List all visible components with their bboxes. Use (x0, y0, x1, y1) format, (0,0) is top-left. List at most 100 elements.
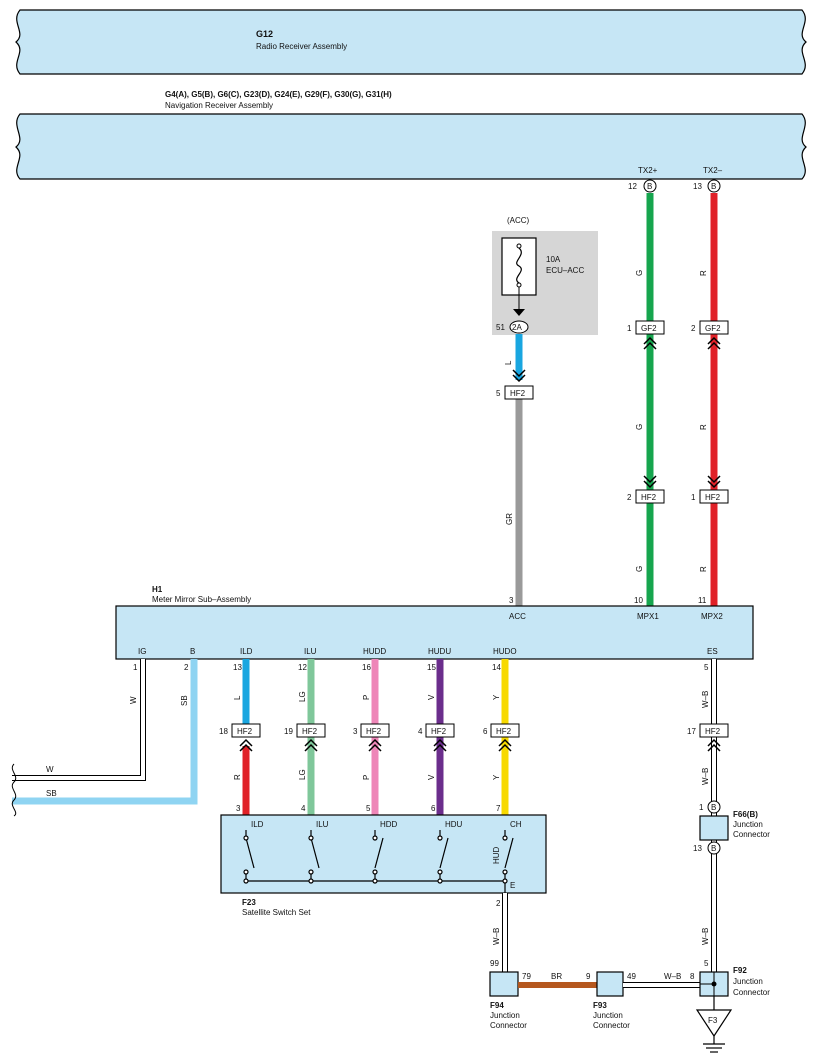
h1-hudd-label: HUDD (363, 647, 386, 656)
ilu-color-top: LG (298, 691, 307, 702)
f23-switch-contacts (243, 830, 514, 893)
b-color: SB (180, 695, 189, 706)
h1-ilu-pin: 12 (298, 663, 307, 672)
h1-code: H1 (152, 585, 163, 594)
navigation-receiver-box (15, 113, 807, 180)
hf2-mpx1-label: HF2 (641, 493, 657, 502)
ground-icon (703, 1043, 725, 1053)
f23-sw-hdd: HDD (380, 820, 398, 829)
h1-mpx2-label: MPX2 (701, 612, 723, 621)
f94-line1: Junction (490, 1011, 520, 1020)
hudu-color-bottom: V (427, 774, 436, 780)
gf2-connector-mpx1 (635, 320, 665, 335)
f23-sw-ild: ILD (251, 820, 264, 829)
g12-code: G12 (256, 29, 273, 39)
f23-pin-3: 3 (236, 804, 241, 813)
f94-pin-right: 79 (522, 972, 531, 981)
hudu-color-top: V (427, 694, 436, 700)
f94-code: F94 (490, 1001, 504, 1010)
br-color: BR (551, 972, 562, 981)
mpx1-color-2: G (635, 424, 644, 430)
f92-line1: Junction (733, 977, 763, 986)
h1-ild-label: ILD (240, 647, 253, 656)
h1-ig-pin: 1 (133, 663, 138, 672)
ig-color: W (129, 696, 138, 704)
h1-acc-label: ACC (509, 612, 526, 621)
hf2-ild-pin: 18 (219, 727, 228, 736)
h1-hudd-pin: 16 (362, 663, 371, 672)
f94-junction-box (489, 971, 519, 997)
fuse-connector-2a (509, 320, 529, 334)
hf2-acc-pin: 5 (496, 389, 501, 398)
f93-f92-color: W–B (664, 972, 681, 981)
hf2-hudo-pin: 6 (483, 727, 488, 736)
hf2-ilu-label: HF2 (302, 727, 318, 736)
hf2-mpx2-pin: 1 (691, 493, 696, 502)
tx2p-conn: B (647, 182, 652, 191)
hudd-color-top: P (362, 695, 371, 700)
hf2-mpx1-pin: 2 (627, 493, 632, 502)
ild-color-bottom: R (233, 774, 242, 780)
h1-b-pin: 2 (184, 663, 189, 672)
tx2m-label: TX2– (703, 166, 723, 175)
h1-acc-pin: 3 (509, 596, 514, 605)
tx2m-conn: B (711, 182, 716, 191)
g12-name: Radio Receiver Assembly (256, 42, 347, 51)
hf2-connector-ild (231, 723, 261, 738)
hf2-connector-ilu (296, 723, 326, 738)
tx2p-label: TX2+ (638, 166, 658, 175)
f23-pin-5: 5 (366, 804, 371, 813)
f66-bottom-conn: B (711, 844, 716, 853)
h1-b-label: B (190, 647, 195, 656)
f23-pin-6: 6 (431, 804, 436, 813)
f23-sw-e: E (510, 881, 515, 890)
f23-ground-color: W–B (492, 928, 501, 945)
h1-name: Meter Mirror Sub–Assembly (152, 595, 251, 604)
f23-sw-ch: CH (510, 820, 522, 829)
gf2-mpx2-pin: 2 (691, 324, 696, 333)
ground-f3-triangle (695, 1009, 733, 1038)
h1-hudu-label: HUDU (428, 647, 451, 656)
h1-es-pin: 5 (704, 663, 709, 672)
f94-line2: Connector (490, 1021, 527, 1030)
h1-hudo-label: HUDO (493, 647, 517, 656)
mpx1-color-1: G (635, 270, 644, 276)
es-color-2: W–B (701, 768, 710, 785)
f92-line2: Connector (733, 988, 770, 997)
h1-mpx2-pin: 11 (698, 596, 707, 605)
fuse-connector-label: 2A (512, 323, 522, 332)
b-color-h: SB (46, 789, 57, 798)
f66-pin-top: 1 (699, 803, 704, 812)
f23-sw-ilu: ILU (316, 820, 329, 829)
h1-es-label: ES (707, 647, 718, 656)
hf2-connector-mpx2 (699, 489, 729, 504)
hudd-color-bottom: P (362, 775, 371, 780)
nav-code: G4(A), G5(B), G6(C), G23(D), G24(E), G29… (165, 90, 392, 99)
tx2p-connector-circle (643, 179, 657, 193)
hf2-hudu-label: HF2 (431, 727, 447, 736)
ild-color-top: L (233, 695, 242, 700)
acc-color-gr: GR (505, 513, 514, 525)
f66-top-conn: B (711, 803, 716, 812)
f23-pin-7: 7 (496, 804, 501, 813)
f66-line2: Connector (733, 830, 770, 839)
nav-name: Navigation Receiver Assembly (165, 101, 273, 110)
acc-color-l: L (504, 360, 513, 365)
hf2-connector-hudu (425, 723, 455, 738)
hf2-ild-label: HF2 (237, 727, 253, 736)
hudo-color-top: Y (492, 694, 501, 700)
ig-color-h: W (46, 765, 54, 774)
satellite-switch-box (220, 814, 547, 894)
f93-pin-left: 9 (586, 972, 591, 981)
f93-junction-box (596, 971, 624, 997)
hf2-es-pin: 17 (687, 727, 696, 736)
gf2-connector-mpx2 (699, 320, 729, 335)
hf2-connector-mpx1 (635, 489, 665, 504)
f66-pin1-circle (707, 800, 721, 814)
mpx2-color-2: R (699, 424, 708, 430)
h1-mpx1-label: MPX1 (637, 612, 659, 621)
fuse-acc-label: (ACC) (507, 216, 530, 225)
f66-pin-bottom: 13 (693, 844, 702, 853)
gf2-mpx1-label: GF2 (641, 324, 657, 333)
tx2p-pin: 12 (628, 182, 637, 191)
